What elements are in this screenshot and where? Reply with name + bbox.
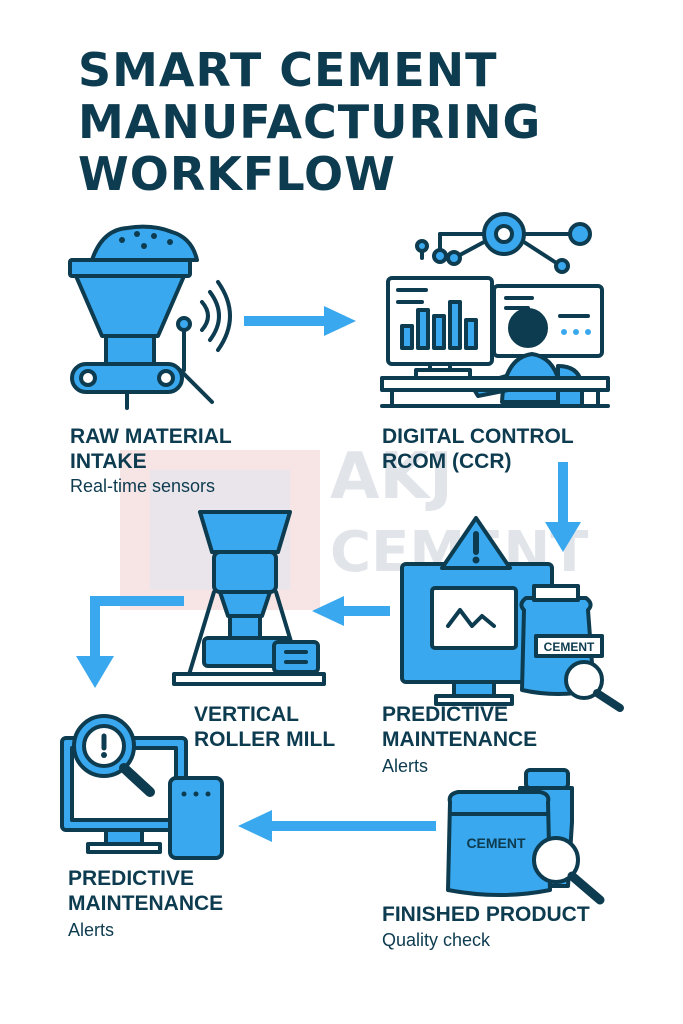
- title-line-1: SMART CEMENT: [78, 43, 498, 97]
- step-predictive-2-subtitle: Alerts: [68, 920, 115, 940]
- bag-label-1: CEMENT: [544, 640, 595, 654]
- page-title: SMART CEMENT MANUFACTURING WORKFLOW: [78, 44, 541, 200]
- arrow-left-1: [312, 596, 390, 626]
- step-predictive-1-subtitle: Alerts: [382, 756, 429, 776]
- step-finished-product-title: FINISHED PRODUCT: [382, 903, 590, 926]
- cement-bag-search-icon: CEMENT: [446, 768, 605, 905]
- title-line-3: WORKFLOW: [78, 147, 396, 201]
- control-room-icon: [380, 212, 610, 408]
- arrow-left-2: [238, 810, 436, 842]
- step-raw-material-subtitle: Real-time sensors: [70, 476, 216, 496]
- arrow-down-1: [545, 462, 581, 552]
- watermark-line-1: AKJ: [330, 440, 453, 514]
- roller-mill-icon: [172, 510, 326, 686]
- title-line-2: MANUFACTURING: [78, 95, 542, 149]
- bag-label-2: CEMENT: [466, 835, 526, 851]
- step-finished-product-subtitle: Quality check: [382, 930, 491, 950]
- monitor-search-icon: [60, 714, 224, 860]
- arrow-corner-down: [76, 596, 184, 688]
- hopper-conveyor-icon: [68, 224, 232, 410]
- monitor-alert-bag-icon: CEMENT: [400, 516, 624, 712]
- arrow-right-1: [244, 306, 356, 336]
